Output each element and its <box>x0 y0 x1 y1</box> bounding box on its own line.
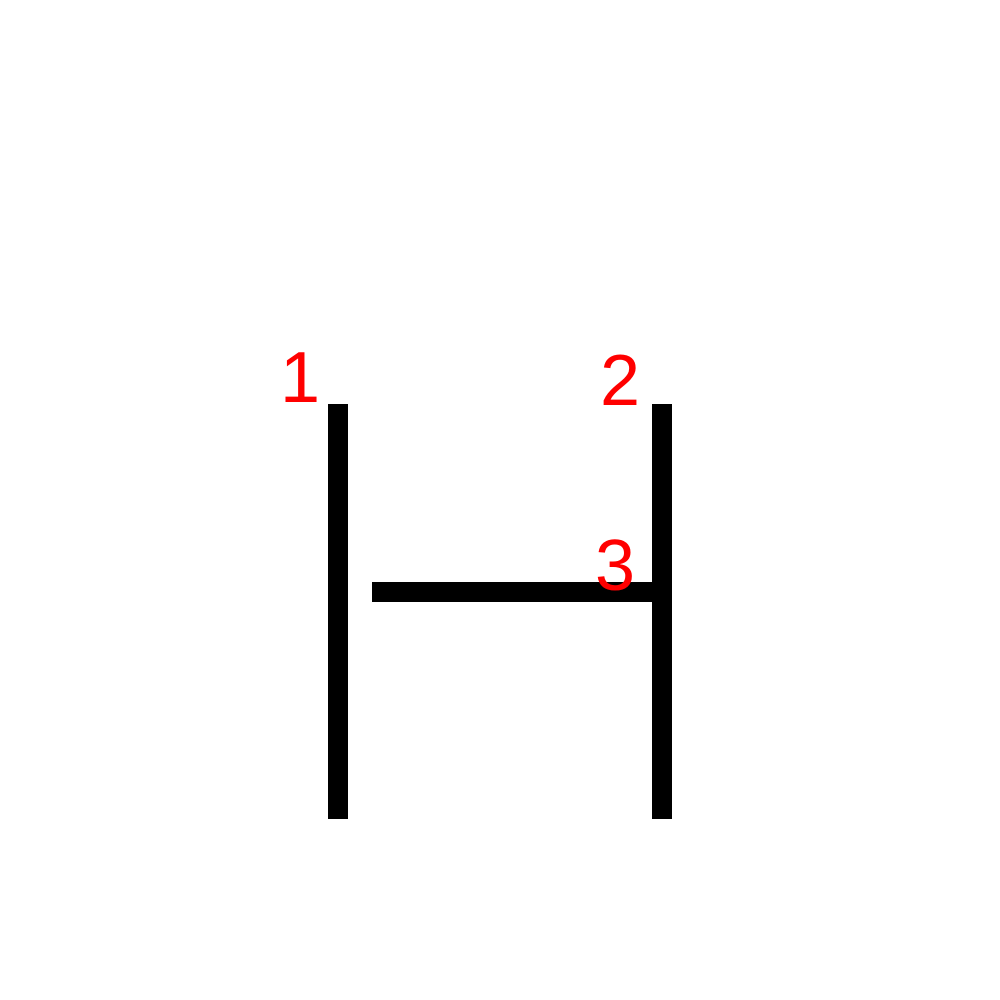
stroke-3-number-label: 3 <box>595 526 636 606</box>
stroke-2-vertical-right <box>652 404 672 819</box>
stroke-3-horizontal <box>372 582 662 602</box>
stroke-2-number-label: 2 <box>600 341 641 421</box>
stroke-1-vertical-left <box>328 404 348 819</box>
stroke-1-number-label: 1 <box>280 338 321 418</box>
